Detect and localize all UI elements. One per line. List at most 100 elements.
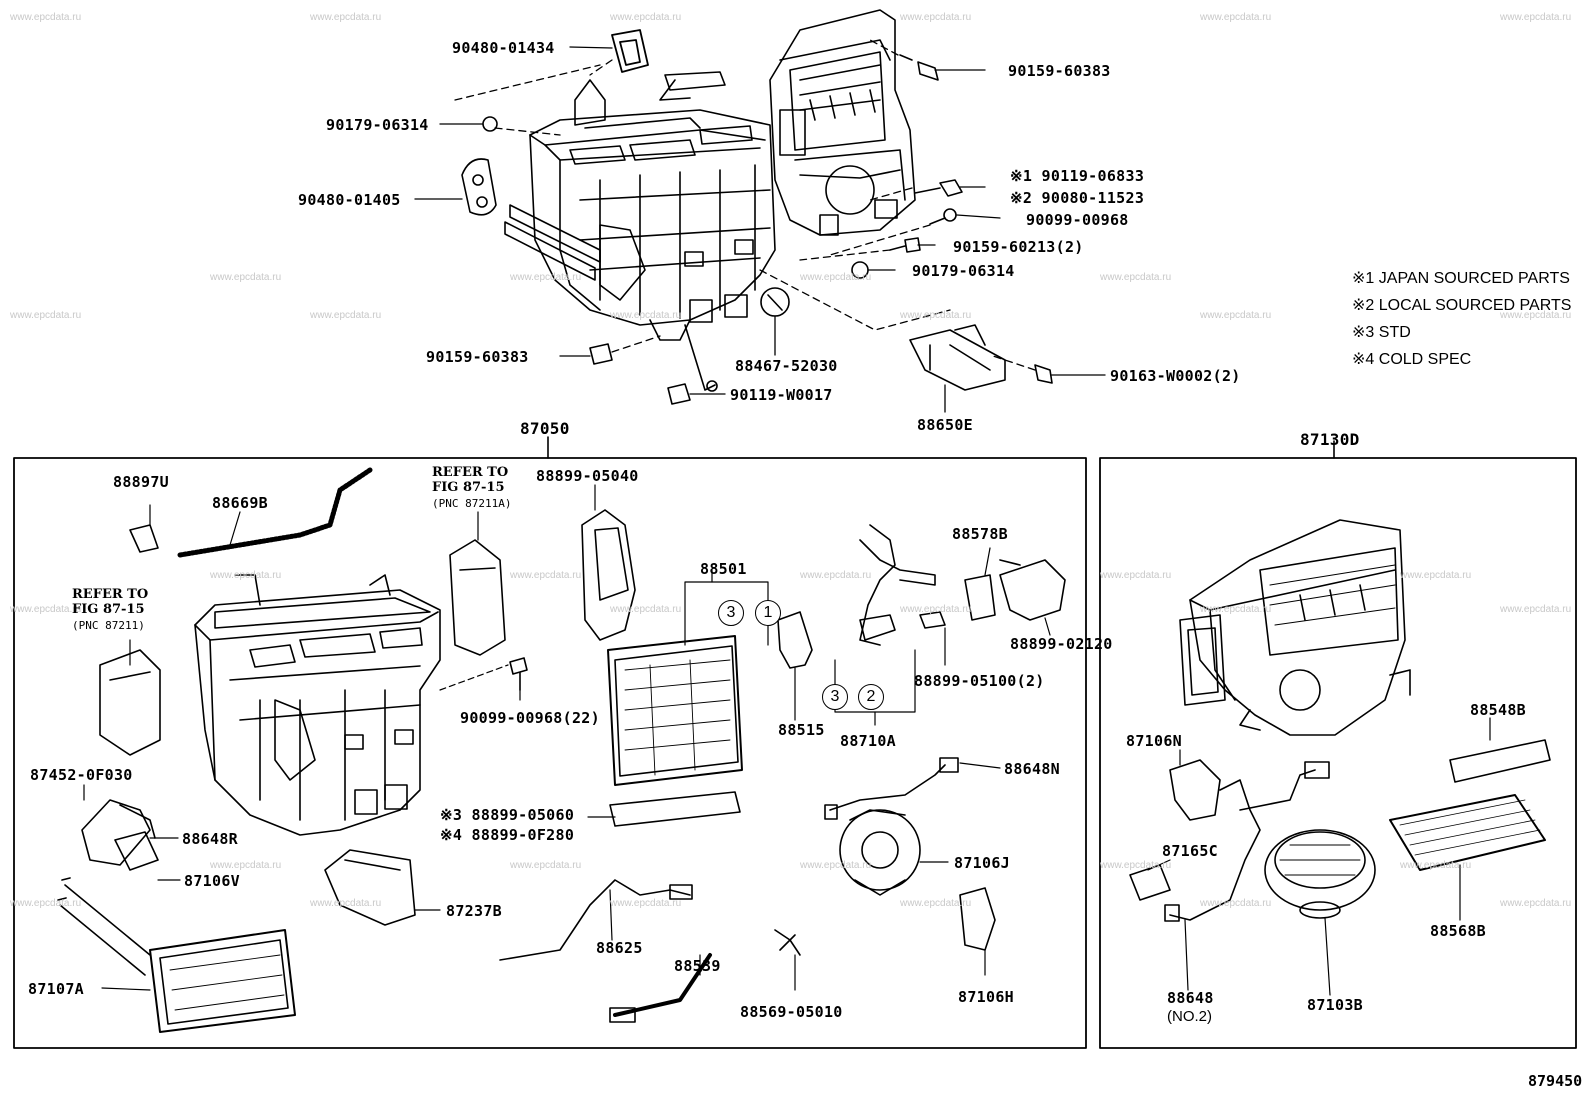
group-87050-leaders [83, 484, 1051, 991]
watermark: www.epcdata.ru [210, 860, 282, 871]
filter-88899-05060 [609, 791, 741, 827]
bolt-90099-00968 [943, 208, 957, 222]
part-88578b [964, 574, 996, 621]
bolt-90119-06833 [914, 179, 963, 197]
watermark: www.epcdata.ru [1100, 272, 1172, 283]
part-label-90099-00968[interactable]: 90099-00968 [1026, 211, 1129, 229]
part-label-90179-06314-b[interactable]: 90179-06314 [912, 262, 1015, 280]
part-label-88669b[interactable]: 88669B [212, 494, 268, 512]
watermark: www.epcdata.ru [10, 898, 82, 909]
group-87130d-parts [1129, 519, 1551, 922]
refer-note-a-line2: FIG 87-15 [432, 480, 505, 495]
group-87130d-frame [1099, 457, 1577, 1049]
part-label-88899-0f280[interactable]: ※4 88899-0F280 [440, 826, 575, 844]
actuator-87106v [114, 831, 159, 871]
part-label-90080-11523[interactable]: ※2 90080-11523 [1010, 189, 1145, 207]
legend-item-4: ※4 COLD SPEC [1352, 351, 1472, 368]
part-label-88648-no2: (NO.2) [1167, 1008, 1212, 1025]
group-87050-frame [13, 457, 1087, 1049]
part-label-87237b[interactable]: 87237B [446, 902, 502, 920]
actuator-87106n [1169, 759, 1221, 821]
screw-90159-60383-top [899, 54, 939, 81]
watermark: www.epcdata.ru [510, 860, 582, 871]
part-label-88899-05060[interactable]: ※3 88899-05060 [440, 806, 575, 824]
part-label-88650e[interactable]: 88650E [917, 416, 973, 434]
watermark: www.epcdata.ru [10, 310, 82, 321]
screw-90163-w0002 [1034, 364, 1053, 384]
watermark: www.epcdata.ru [10, 12, 82, 23]
watermark: www.epcdata.ru [310, 310, 382, 321]
resistor-87165c [1129, 864, 1171, 901]
part-label-88648r[interactable]: 88648R [182, 830, 238, 848]
note-circle-3b: 3 [822, 684, 848, 710]
part-label-87106v[interactable]: 87106V [184, 872, 240, 890]
part-label-90159-60383[interactable]: 90159-60383 [1008, 62, 1111, 80]
watermark: www.epcdata.ru [1500, 898, 1572, 909]
part-label-88899-05100[interactable]: 88899-05100(2) [914, 672, 1045, 690]
part-label-88515[interactable]: 88515 [778, 721, 825, 739]
part-label-90480-01405[interactable]: 90480-01405 [298, 191, 401, 209]
watermark: www.epcdata.ru [610, 604, 682, 615]
part-label-88578b[interactable]: 88578B [952, 525, 1008, 543]
part-label-88710a[interactable]: 88710A [840, 732, 896, 750]
filter-88548b [1449, 739, 1551, 783]
part-label-87165c[interactable]: 87165C [1162, 842, 1218, 860]
part-label-90119-06833[interactable]: ※1 90119-06833 [1010, 167, 1145, 185]
part-label-88899-05040[interactable]: 88899-05040 [536, 467, 639, 485]
part-label-88501[interactable]: 88501 [700, 560, 747, 578]
heater-core-87107a [149, 929, 296, 1033]
part-label-87103b[interactable]: 87103B [1307, 996, 1363, 1014]
part-label-90163-w0002[interactable]: 90163-W0002(2) [1110, 367, 1241, 385]
part-label-88648n[interactable]: 88648N [1004, 760, 1060, 778]
figure-number: 879450 [1528, 1072, 1583, 1090]
part-label-88625[interactable]: 88625 [596, 939, 643, 957]
valve-88515 [777, 611, 813, 669]
part-label-88569-05010[interactable]: 88569-05010 [740, 1003, 843, 1021]
legend-item-1: ※1 JAPAN SOURCED PARTS [1352, 270, 1570, 287]
part-label-90159-60383-b[interactable]: 90159-60383 [426, 348, 529, 366]
watermark: www.epcdata.ru [1200, 310, 1272, 321]
watermark: www.epcdata.ru [310, 898, 382, 909]
group-header-87130d[interactable]: 87130D [1300, 430, 1360, 449]
refer-note-b-line2: FIG 87-15 [72, 602, 145, 617]
part-label-87107a[interactable]: 87107A [28, 980, 84, 998]
part-label-90179-06314[interactable]: 90179-06314 [326, 116, 429, 134]
part-label-87106h[interactable]: 87106H [958, 988, 1014, 1006]
clip-90179-06314 [482, 116, 498, 132]
watermark: www.epcdata.ru [1100, 570, 1172, 581]
watermark: www.epcdata.ru [610, 310, 682, 321]
watermark: www.epcdata.ru [800, 272, 872, 283]
part-label-88539[interactable]: 88539 [674, 957, 721, 975]
refer-note-b-line1: REFER TO [72, 587, 149, 602]
part-label-88897u[interactable]: 88897U [113, 473, 169, 491]
pipes-88710a [859, 524, 936, 646]
part-label-87452-0f030[interactable]: 87452-0F030 [30, 766, 133, 784]
part-label-90119-w0017[interactable]: 90119-W0017 [730, 386, 833, 404]
part-label-88548b[interactable]: 88548B [1470, 701, 1526, 719]
actuator-87106h [959, 887, 996, 951]
watermark: www.epcdata.ru [1500, 604, 1572, 615]
watermark: www.epcdata.ru [800, 570, 872, 581]
watermark: www.epcdata.ru [900, 310, 972, 321]
part-label-87106n[interactable]: 87106N [1126, 732, 1182, 750]
part-label-87106j[interactable]: 87106J [954, 854, 1010, 872]
part-label-88648[interactable]: 88648 [1167, 989, 1214, 1007]
part-label-90099-00968-22[interactable]: 90099-00968(22) [460, 709, 600, 727]
part-label-88467-52030[interactable]: 88467-52030 [735, 357, 838, 375]
note-circle-1: 1 [755, 600, 781, 626]
part-label-90159-60213[interactable]: 90159-60213(2) [953, 238, 1084, 256]
part-refer-87211a [449, 539, 506, 656]
watermark: www.epcdata.ru [1200, 898, 1272, 909]
watermark: www.epcdata.ru [900, 898, 972, 909]
part-label-88899-02120[interactable]: 88899-02120 [1010, 635, 1113, 653]
sensor-88897u [129, 524, 159, 553]
part-label-90480-01434[interactable]: 90480-01434 [452, 39, 555, 57]
part-label-88568b[interactable]: 88568B [1430, 922, 1486, 940]
watermark: www.epcdata.ru [610, 12, 682, 23]
group-header-87050[interactable]: 87050 [520, 419, 570, 438]
watermark: www.epcdata.ru [210, 272, 282, 283]
filter-88568b [1389, 794, 1546, 871]
harness-88648n [829, 764, 946, 811]
